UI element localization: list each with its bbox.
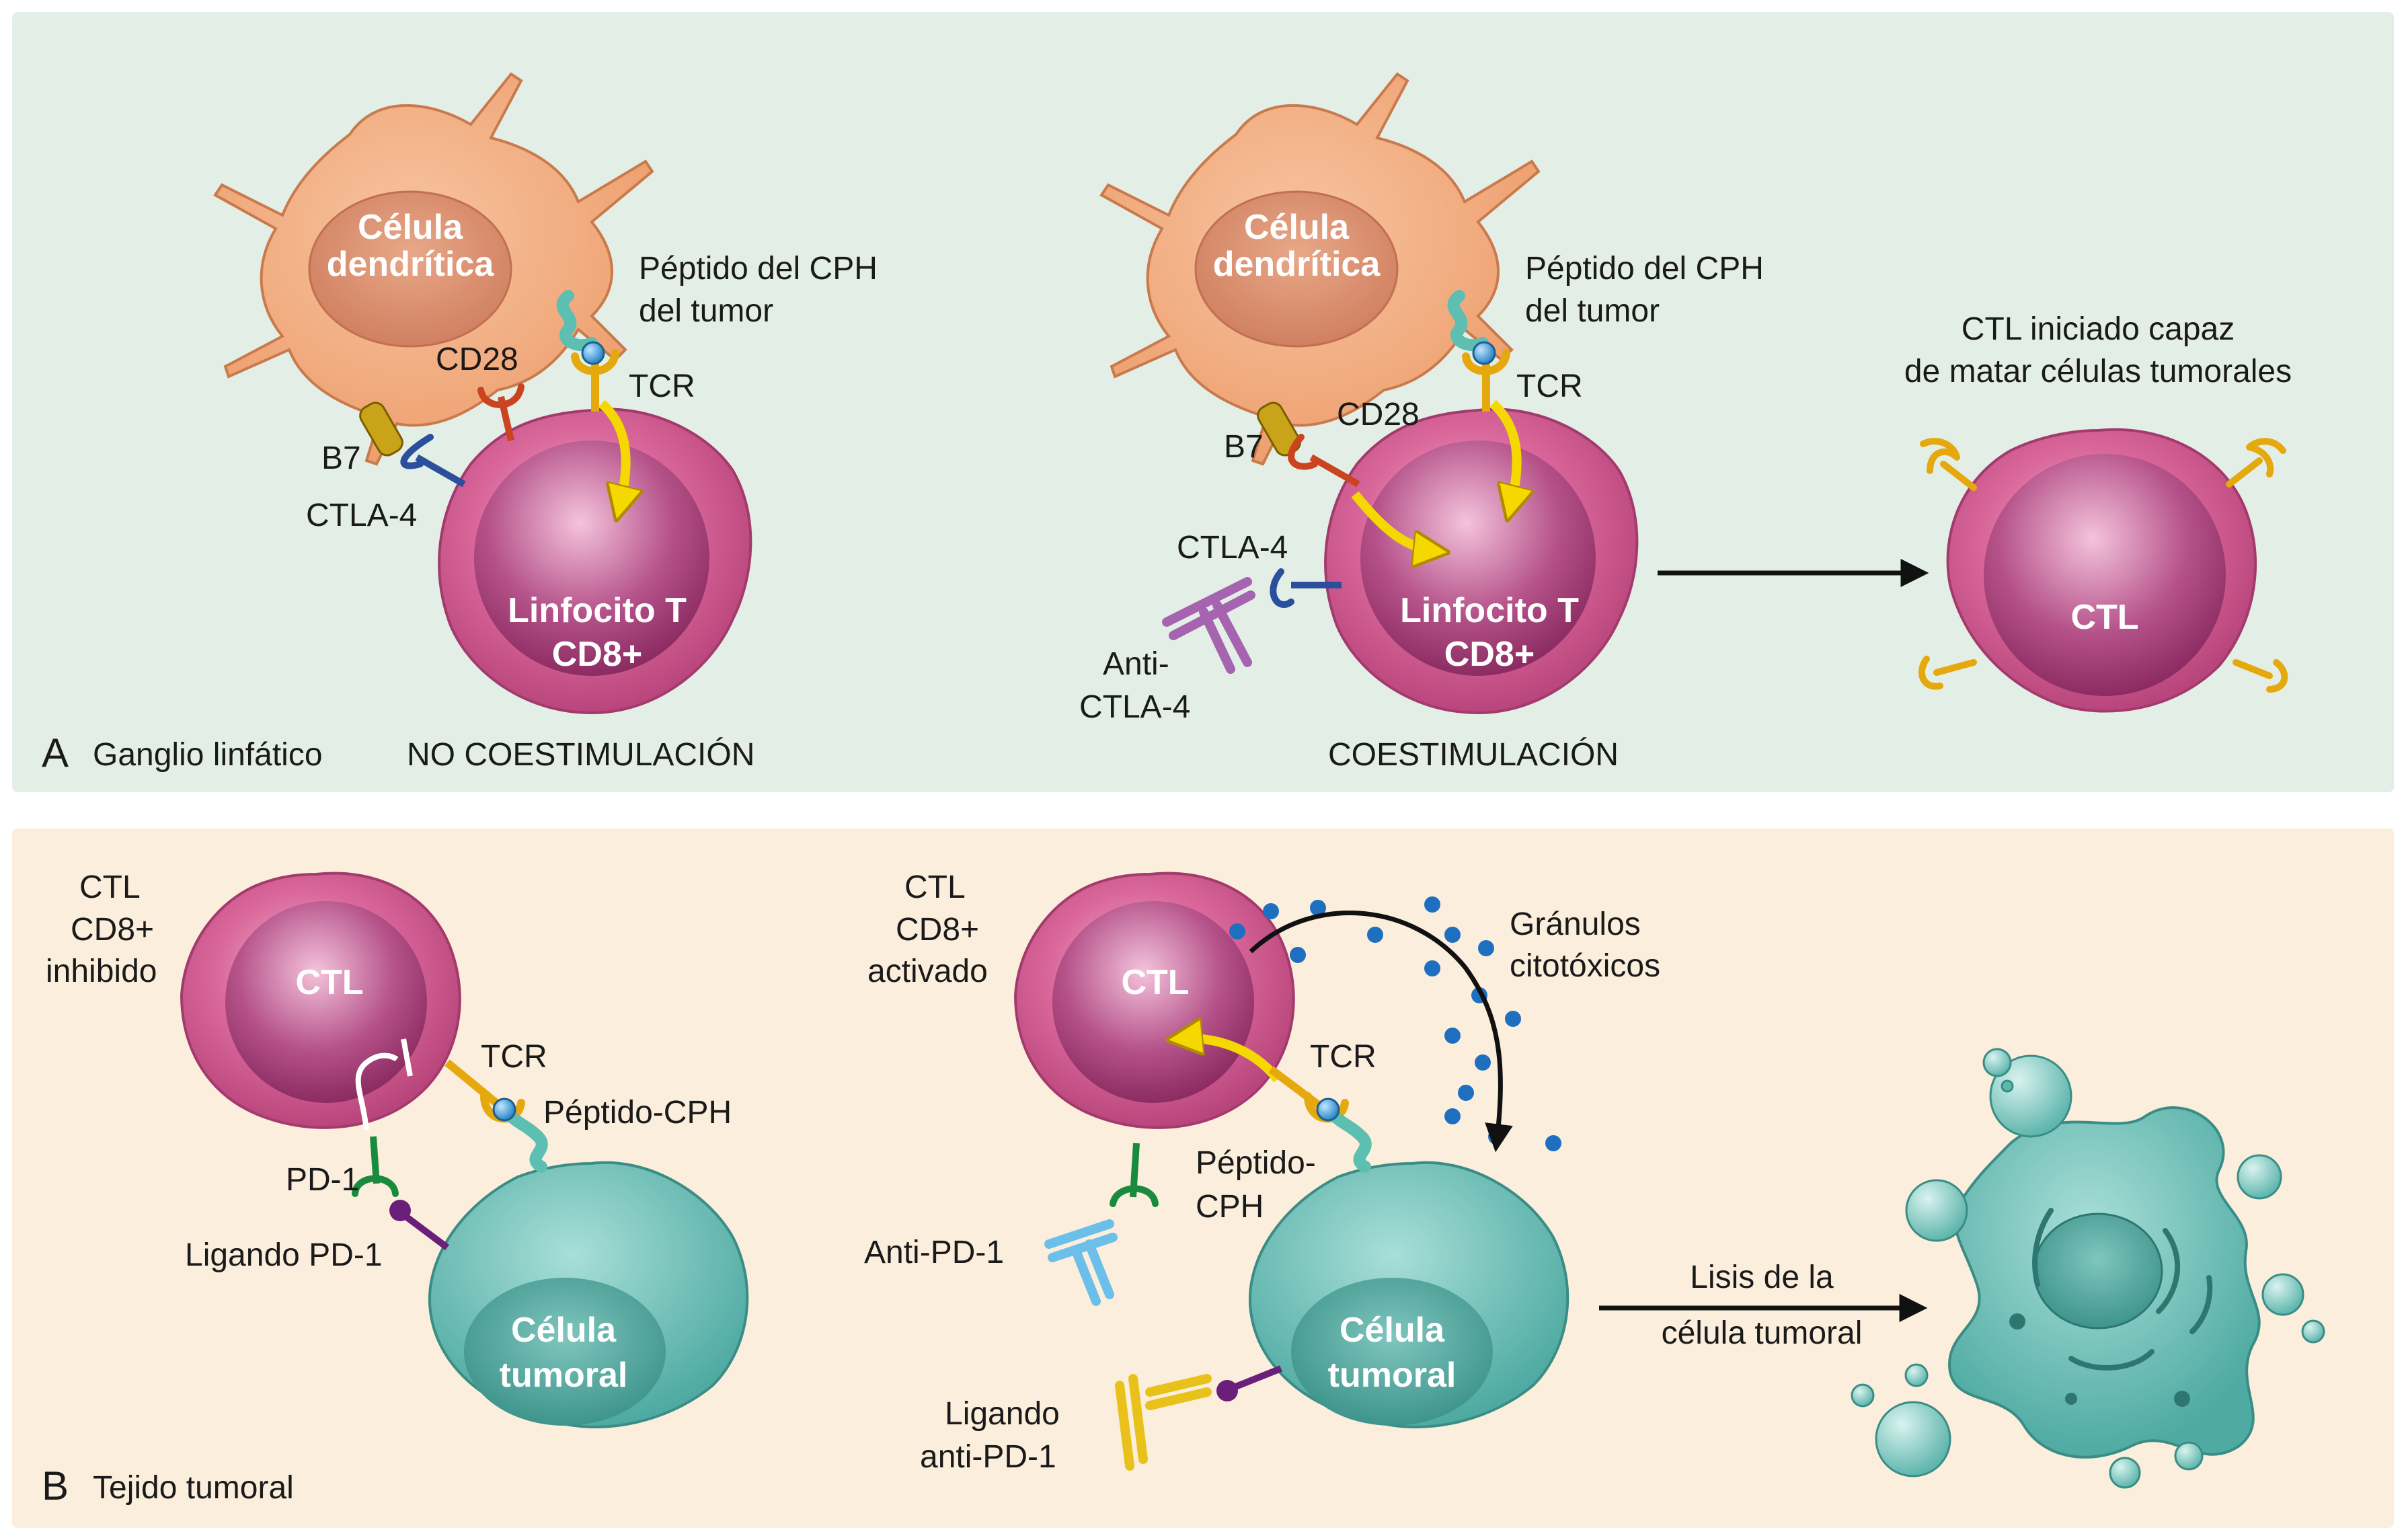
ctl-label-right: CTL (1121, 963, 1189, 1002)
tcr-label-b-right: TCR (1310, 1039, 1376, 1075)
condition-no-costim: NO COESTIMULACIÓN (407, 736, 754, 773)
ctl-label-left: CTL (295, 963, 363, 1002)
tcr-receptor-b-left (444, 1059, 548, 1173)
tumor-label-left-1: Célula (511, 1311, 617, 1350)
ctl-state-left-1: CTL (79, 870, 141, 905)
cd28-label-right: CD28 (1337, 397, 1420, 432)
t-cell-label-right-1: Linfocito T (1400, 591, 1579, 630)
tcr-label-b-left: TCR (481, 1039, 547, 1075)
pd1-receptor-right (1110, 1143, 1159, 1207)
ctl-state-right-2: CD8+ (896, 912, 979, 948)
lysis-label-2: célula tumoral (1662, 1315, 1863, 1351)
cd28-label-left: CD28 (436, 342, 518, 377)
panel-a-caption: Ganglio linfático (93, 737, 323, 773)
condition-costim: COESTIMULACIÓN (1328, 736, 1619, 773)
tcr-receptor-left (556, 290, 619, 412)
panel-a-letter: A (42, 730, 69, 775)
ligand-anti-pd1-label-1: Ligando (945, 1396, 1060, 1432)
primed-ctl-caption-2: de matar células tumorales (1904, 354, 2292, 389)
ctla4-label-right: CTLA-4 (1177, 530, 1288, 566)
ctla4-receptor-right (1270, 568, 1342, 608)
peptide-label-b-left: Péptido-CPH (543, 1095, 732, 1130)
b7-molecule-left (359, 401, 403, 457)
dendritic-cell-right (1099, 72, 1541, 466)
anti-ctla4-antibody (1162, 577, 1255, 674)
peptide-label-right-2: del tumor (1525, 293, 1660, 329)
tcr-label-left: TCR (629, 369, 695, 404)
activation-arrow (1177, 1038, 1282, 1083)
anti-ctla4-label-2: CTLA-4 (1079, 689, 1190, 725)
t-cell-label-left-2: CD8+ (552, 635, 642, 674)
primed-ctl-label: CTL (2070, 598, 2138, 637)
lysis-label-1: Lisis de la (1690, 1260, 1834, 1295)
granules-label-2: citotóxicos (1510, 948, 1660, 984)
granules-label-1: Gránulos (1510, 907, 1641, 942)
b7-label-left: B7 (321, 440, 361, 476)
dendritic-label-left-1: Célula (358, 208, 463, 247)
primed-ctl-caption-1: CTL iniciado capaz (1962, 311, 2235, 347)
tumor-cell-right (1248, 1161, 1569, 1428)
primed-ctl-cell (1918, 428, 2288, 713)
ctl-state-left-2: CD8+ (71, 912, 154, 948)
signal-arrow-cd28 (1351, 491, 1439, 551)
tcr-receptor-b-right (1268, 1066, 1372, 1173)
signal-arrow-left (598, 399, 626, 511)
tumor-label-right-2: tumoral (1328, 1356, 1457, 1395)
dendritic-cell-left (213, 72, 654, 466)
peptide-label-right-1: Péptido del CPH (1525, 251, 1764, 286)
anti-pd1-label: Anti-PD-1 (864, 1235, 1004, 1270)
ctl-state-right-1: CTL (904, 870, 966, 905)
dendritic-label-left-2: dendrítica (327, 245, 495, 284)
b7-label-right: B7 (1224, 429, 1264, 465)
ligand-anti-pd1-label-2: anti-PD-1 (920, 1439, 1056, 1475)
peptide-label-left-1: Péptido del CPH (639, 251, 878, 286)
panel-b-letter: B (42, 1463, 69, 1508)
peptide-label-left-2: del tumor (639, 293, 773, 329)
t-cell-right (1324, 408, 1639, 715)
apoptotic-bodies (1851, 1048, 2325, 1489)
tcr-label-right: TCR (1516, 369, 1583, 404)
ctl-state-right-3: activado (867, 954, 988, 989)
panel-b-caption: Tejido tumoral (93, 1470, 294, 1506)
tumor-label-right-1: Célula (1340, 1311, 1445, 1350)
t-cell-label-right-2: CD8+ (1444, 635, 1535, 674)
pd1-receptor-left (352, 1136, 449, 1250)
ligand-label-left: Ligando PD-1 (185, 1237, 383, 1273)
signal-arrow-tcr (1489, 399, 1517, 511)
peptide-label-b-right-1: Péptido- (1196, 1145, 1316, 1181)
dendritic-label-right-1: Célula (1244, 208, 1350, 247)
cd28-receptor-right (1288, 434, 1360, 488)
tumor-label-left-2: tumoral (500, 1356, 628, 1395)
ctl-inhibited (180, 872, 461, 1130)
peptide-label-b-right-2: CPH (1196, 1189, 1264, 1225)
ctl-state-left-3: inhibido (46, 954, 157, 989)
anti-pd1-antibody (1044, 1219, 1118, 1306)
tcr-receptor-right (1447, 290, 1510, 412)
ctla4-label-left: CTLA-4 (306, 498, 417, 533)
tumor-cell-left (428, 1161, 749, 1428)
anti-pd1-ligand-antibody (1115, 1365, 1282, 1471)
cd28-receptor-left (477, 383, 525, 442)
pd1-label-left: PD-1 (286, 1162, 359, 1198)
t-cell-left (438, 408, 752, 715)
dendritic-label-right-2: dendrítica (1213, 245, 1381, 284)
granule-release-arrow (1249, 911, 1513, 1153)
t-cell-label-left-1: Linfocito T (508, 591, 687, 630)
anti-ctla4-label-1: Anti- (1103, 646, 1169, 682)
ctla4-receptor-left (400, 434, 466, 488)
lysed-tumor-cell (1948, 1106, 2261, 1459)
